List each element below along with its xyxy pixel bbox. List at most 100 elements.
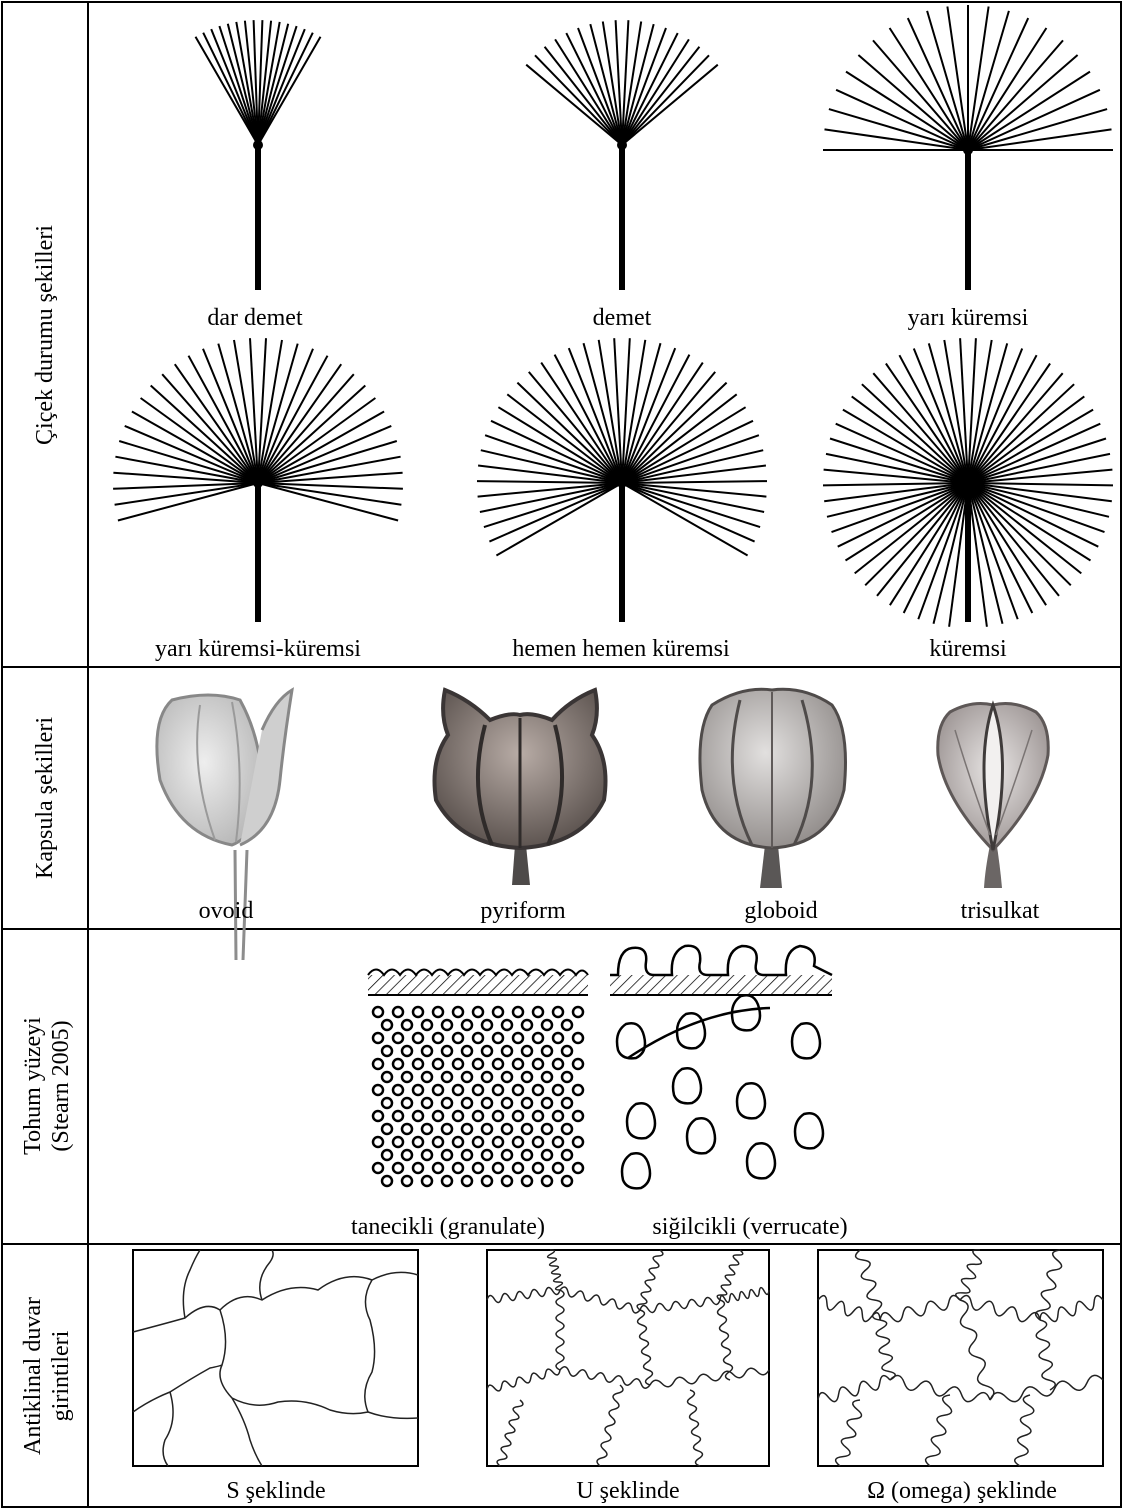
umbel-ray [622, 47, 699, 145]
granule [493, 1085, 503, 1095]
granule [373, 1085, 383, 1095]
granule [413, 1163, 423, 1173]
granule [462, 1124, 472, 1134]
granule [522, 1176, 532, 1186]
umbel-ray [477, 481, 622, 483]
umbel-ray [968, 384, 1074, 483]
granule [573, 1111, 583, 1121]
granule [542, 1046, 552, 1056]
granule [562, 1046, 572, 1056]
granule [482, 1150, 492, 1160]
granule [493, 1111, 503, 1121]
granule [382, 1176, 392, 1186]
granule [482, 1046, 492, 1056]
granule [482, 1176, 492, 1186]
label-kuremsi: küremsi [929, 636, 1007, 662]
umbel-ray [622, 481, 767, 483]
granule [473, 1111, 483, 1121]
label-dar-demet: dar demet [207, 305, 303, 331]
wart [622, 1153, 650, 1188]
granule [542, 1072, 552, 1082]
capsule-globoid [700, 689, 846, 888]
granule [382, 1020, 392, 1030]
granule [542, 1020, 552, 1030]
granule [473, 1163, 483, 1173]
granule [442, 1098, 452, 1108]
granule [433, 1007, 443, 1017]
granule [433, 1085, 443, 1095]
wart-pattern [617, 995, 823, 1188]
umbel-ray [622, 483, 764, 512]
granule [462, 1020, 472, 1030]
granule [462, 1150, 472, 1160]
granule [422, 1098, 432, 1108]
seed-surface-granulate [368, 970, 588, 1187]
granule [493, 1163, 503, 1173]
granule [482, 1124, 492, 1134]
granule [413, 1111, 423, 1121]
granule [422, 1150, 432, 1160]
granule [513, 1137, 523, 1147]
wart [673, 1068, 701, 1103]
umbel-ray [829, 109, 968, 150]
row-heading-inflorescence: Çiçek durumu şekilleri [32, 225, 58, 445]
granule [433, 1059, 443, 1069]
label-globoid: globoid [744, 898, 817, 924]
granule [402, 1046, 412, 1056]
granule [402, 1098, 412, 1108]
wart [747, 1143, 775, 1178]
granule [453, 1007, 463, 1017]
granule [393, 1111, 403, 1121]
granule [482, 1072, 492, 1082]
granule [422, 1124, 432, 1134]
umbel-diagram [823, 5, 1113, 290]
label-granulate: tanecikli (granulate) [351, 1214, 545, 1240]
granule [513, 1033, 523, 1043]
label-trisulkat: trisulkat [961, 898, 1040, 924]
umbel-diagram [113, 338, 403, 622]
granule [393, 1007, 403, 1017]
granule [382, 1150, 392, 1160]
umbel-ray [489, 483, 622, 542]
wart [677, 1013, 705, 1048]
granule [442, 1150, 452, 1160]
umbel-ray [545, 47, 622, 145]
umbel-ray [491, 421, 622, 483]
granule [382, 1098, 392, 1108]
umbel-hub [617, 140, 627, 150]
granule [413, 1007, 423, 1017]
umbel-ray [622, 466, 766, 484]
granule [413, 1033, 423, 1043]
granule [473, 1059, 483, 1069]
granule [373, 1137, 383, 1147]
granule [422, 1176, 432, 1186]
granule [442, 1020, 452, 1030]
granule [553, 1085, 563, 1095]
row-heading-capsule: Kapsula şekilleri [32, 717, 58, 879]
granule [533, 1007, 543, 1017]
granule [493, 1059, 503, 1069]
umbel-ray [968, 109, 1107, 150]
granule [522, 1020, 532, 1030]
label-demet: demet [593, 305, 652, 331]
granule [553, 1137, 563, 1147]
granule [402, 1020, 412, 1030]
umbel-ray [865, 483, 968, 585]
granule [413, 1137, 423, 1147]
granule [422, 1072, 432, 1082]
umbel-ray [258, 374, 354, 483]
granule [442, 1124, 452, 1134]
row-heading-anticlinal-line1: Antiklinal duvar [20, 1297, 46, 1455]
granule [453, 1033, 463, 1043]
umbel-diagram [823, 338, 1113, 627]
wart [795, 1113, 823, 1148]
granule [413, 1059, 423, 1069]
granule [502, 1124, 512, 1134]
granule [453, 1111, 463, 1121]
granule [442, 1046, 452, 1056]
granule [453, 1137, 463, 1147]
umbel-ray [478, 466, 622, 484]
granule [533, 1111, 543, 1121]
capsule-pyriform [435, 690, 606, 885]
